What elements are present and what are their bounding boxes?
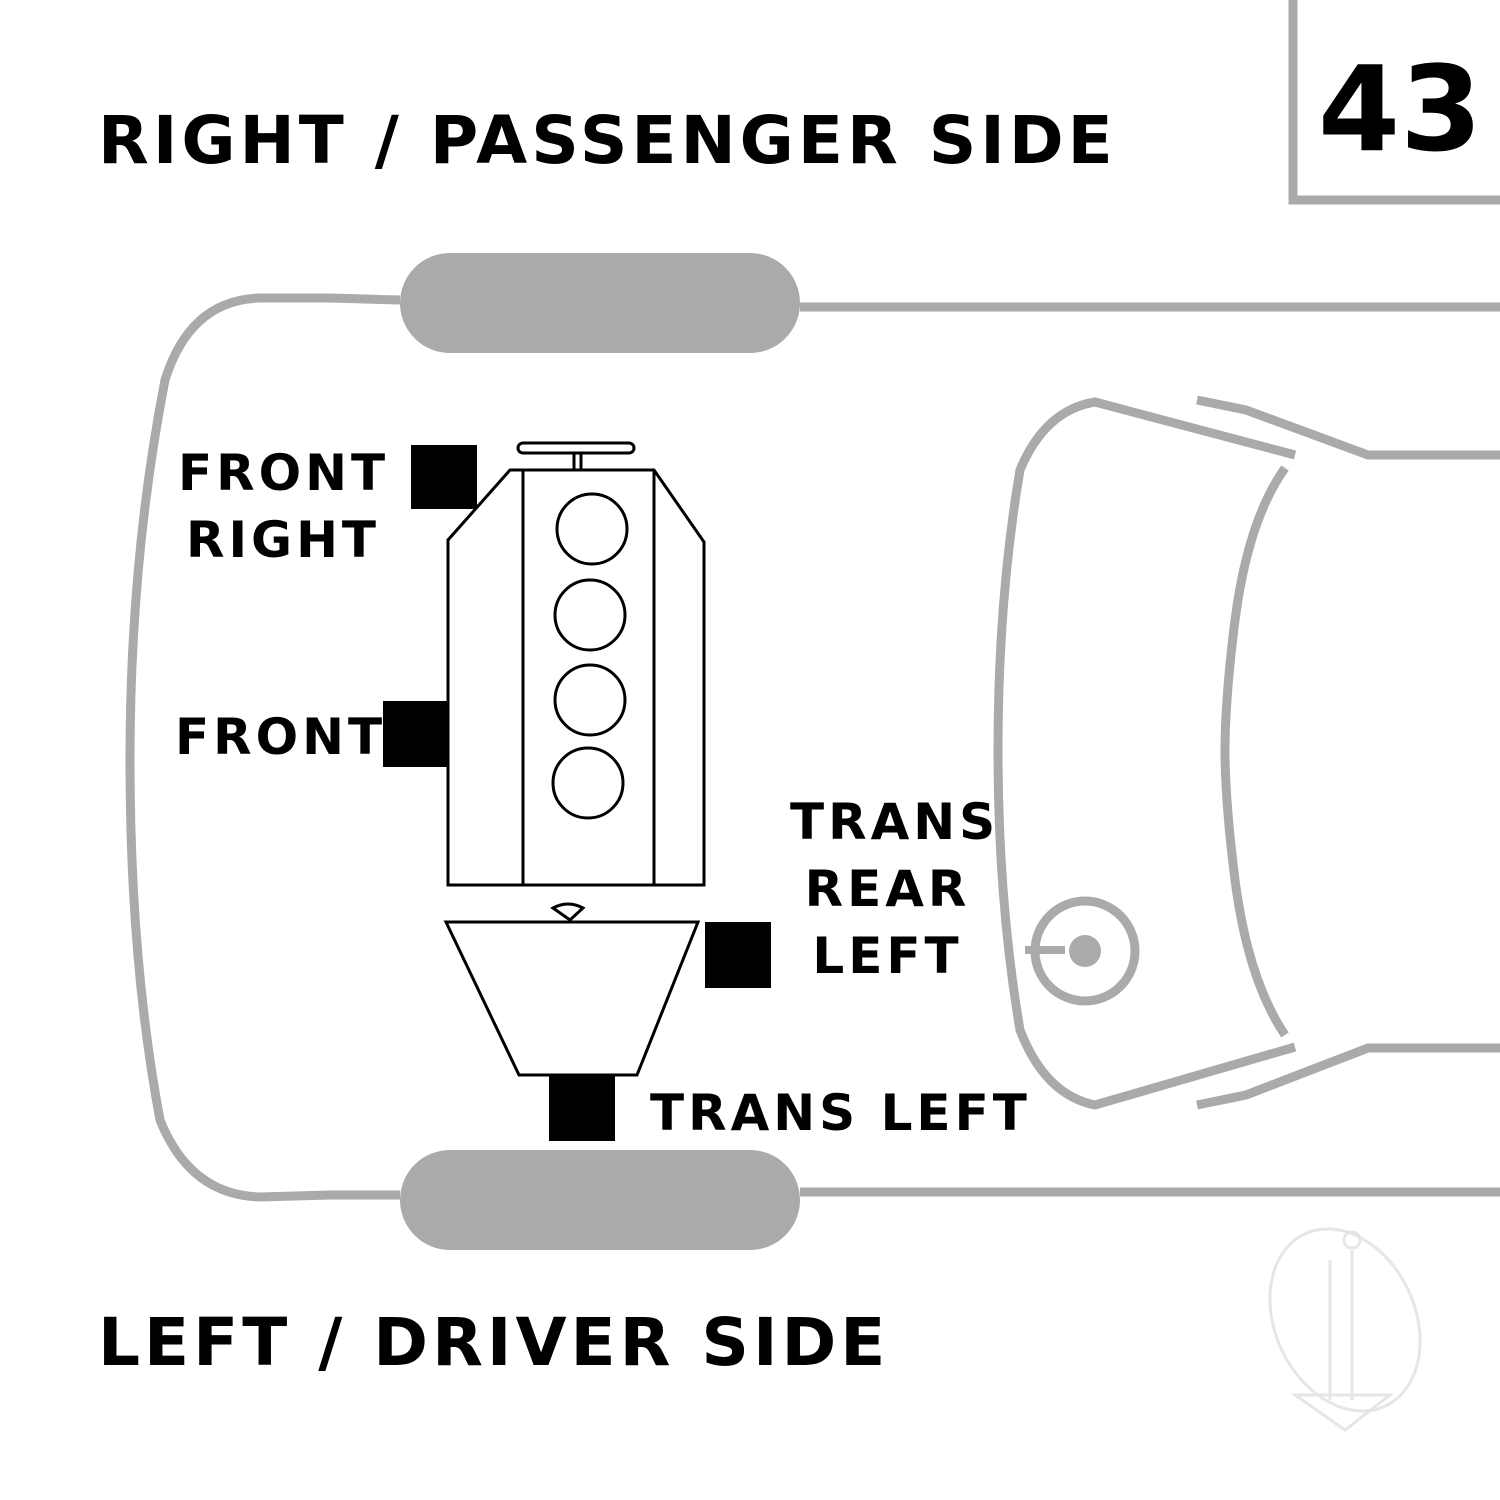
transmission-case <box>443 920 701 1077</box>
label-front-right: FRONT RIGHT <box>178 448 388 565</box>
body-outline <box>125 293 401 1202</box>
trans-connector <box>550 902 586 922</box>
diagram-number: 43 <box>1318 40 1483 178</box>
a-pillar-bottom <box>1196 1043 1500 1110</box>
shifter-knob <box>1069 935 1101 967</box>
engine <box>446 441 706 887</box>
a-pillar-top <box>1196 395 1500 460</box>
side-label-passenger: RIGHT / PASSENGER SIDE <box>98 102 1117 179</box>
side-label-driver: LEFT / DRIVER SIDE <box>98 1304 890 1381</box>
cylinder-4 <box>551 746 625 820</box>
label-front-right-line-2: RIGHT <box>185 511 381 569</box>
mount-trans-rear-left <box>705 922 771 988</box>
cylinder-3 <box>553 663 627 737</box>
engine-pulley <box>516 441 636 455</box>
wheel-front-left <box>400 1150 800 1250</box>
label-trans-left: TRANS LEFT <box>650 1084 1031 1142</box>
cylinder-2 <box>553 578 627 652</box>
label-front: FRONT <box>175 708 387 766</box>
mount-trans-left <box>549 1075 615 1141</box>
label-trans-rear-left: TRANS REAR LEFT <box>790 793 1000 985</box>
mount-front <box>383 701 449 767</box>
mount-front-right <box>411 445 477 509</box>
label-front-right-line-1: FRONT <box>178 444 390 502</box>
label-trans-rear-left-line-2: REAR <box>804 860 971 918</box>
windshield-inner <box>1220 465 1289 1038</box>
watermark-logo <box>1268 1227 1422 1432</box>
wheel-front-right <box>400 253 800 353</box>
number-box-border <box>1288 0 1500 205</box>
engine-block <box>446 468 706 887</box>
shifter-ring <box>1030 896 1140 1006</box>
label-trans-rear-left-line-1: TRANS <box>790 793 1000 851</box>
label-trans-rear-left-line-3: LEFT <box>812 927 963 985</box>
transmission <box>443 902 701 1077</box>
cylinder-1 <box>555 492 629 566</box>
windshield-outer <box>993 397 1297 1110</box>
